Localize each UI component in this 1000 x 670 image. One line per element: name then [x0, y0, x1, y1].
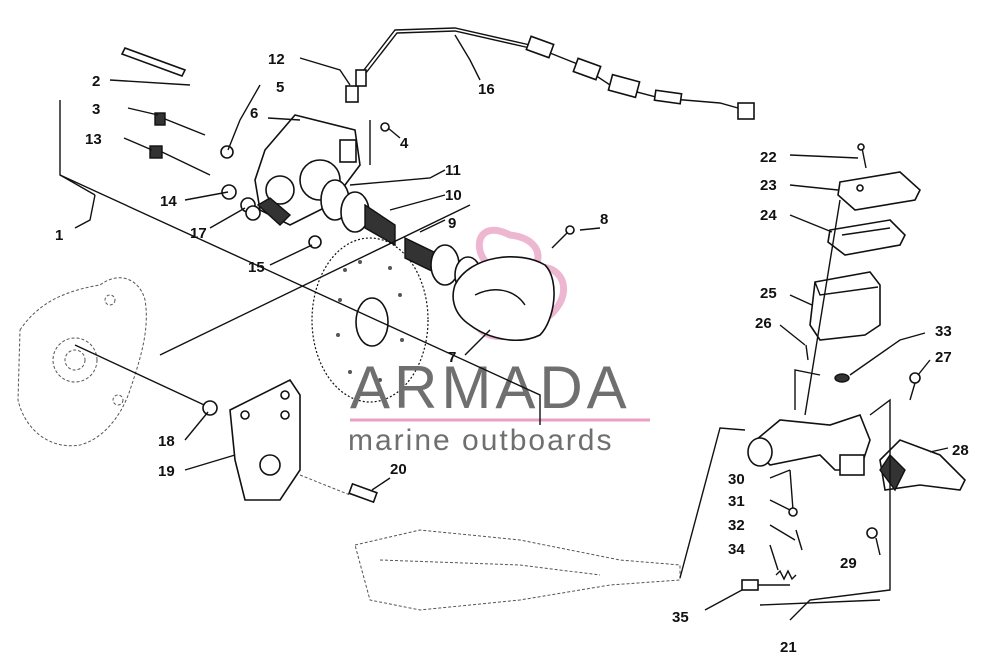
callout-11: 11 — [445, 162, 461, 179]
callout-16: 16 — [478, 81, 495, 98]
nut-29 — [866, 527, 878, 539]
cotter-pin — [120, 47, 187, 77]
callout-21: 21 — [780, 639, 797, 656]
callout-33: 33 — [935, 323, 952, 340]
callout-6: 6 — [250, 105, 258, 122]
reservoir-cover — [837, 171, 921, 211]
frame-outline-left — [17, 277, 147, 447]
callout-35: 35 — [672, 609, 689, 626]
pivot-screw-27 — [909, 372, 921, 401]
callout-9: 9 — [448, 215, 456, 232]
oring-33 — [834, 373, 850, 383]
callout-29: 29 — [840, 555, 857, 572]
callout-4: 4 — [400, 135, 409, 152]
watermark-title: ARMADA — [350, 354, 631, 421]
callout-12: 12 — [268, 51, 285, 68]
callout-19: 19 — [158, 463, 175, 480]
cover-screw — [857, 143, 867, 169]
bolt-20 — [299, 474, 378, 504]
bolt-13 — [149, 145, 211, 176]
watermark-subtitle: marine outboards — [348, 424, 613, 457]
callout-8: 8 — [600, 211, 608, 228]
callout-34: 34 — [728, 541, 745, 558]
callout-3: 3 — [92, 101, 100, 118]
callout-10: 10 — [445, 187, 462, 204]
callout-5: 5 — [276, 79, 284, 96]
callout-31: 31 — [728, 493, 745, 510]
handlebar-outline — [354, 529, 681, 611]
bolt-3 — [154, 112, 206, 136]
callout-22: 22 — [760, 149, 777, 166]
brake-disc — [311, 237, 429, 403]
brake-lever — [879, 439, 966, 492]
brake-hose — [359, 27, 755, 120]
callout-15: 15 — [248, 259, 265, 276]
screw-32 — [795, 529, 803, 551]
callout-28: 28 — [952, 442, 969, 459]
caliper-outer-half — [452, 256, 555, 341]
master-cylinder-body — [747, 414, 871, 476]
callout-20: 20 — [390, 461, 407, 478]
callout-23: 23 — [760, 177, 777, 194]
switch-35 — [741, 579, 790, 591]
callout-18: 18 — [158, 433, 175, 450]
callout-17: 17 — [190, 225, 207, 242]
callout-2: 2 — [92, 73, 100, 90]
callout-1: 1 — [55, 227, 63, 244]
screw-26 — [805, 344, 809, 361]
callout-14: 14 — [160, 193, 177, 210]
leader-lines — [59, 34, 949, 621]
callout-7: 7 — [448, 349, 456, 366]
bleed-valve — [345, 69, 367, 103]
callout-30: 30 — [728, 471, 745, 488]
callout-24: 24 — [760, 207, 777, 224]
spring-34 — [775, 569, 797, 581]
callout-25: 25 — [760, 285, 777, 302]
callout-27: 27 — [935, 349, 952, 366]
screw-8 — [551, 225, 575, 249]
screw-31 — [788, 469, 798, 517]
callout-13: 13 — [85, 131, 102, 148]
callout-26: 26 — [755, 315, 772, 332]
mounting-bracket — [229, 378, 301, 501]
callouts: 1 2 3 4 5 6 7 8 9 10 11 12 13 14 15 16 1… — [55, 51, 969, 656]
shaft-18 — [74, 344, 218, 416]
washers — [220, 122, 390, 249]
diaphragm — [827, 219, 906, 256]
reservoir — [809, 271, 881, 341]
callout-32: 32 — [728, 517, 745, 534]
